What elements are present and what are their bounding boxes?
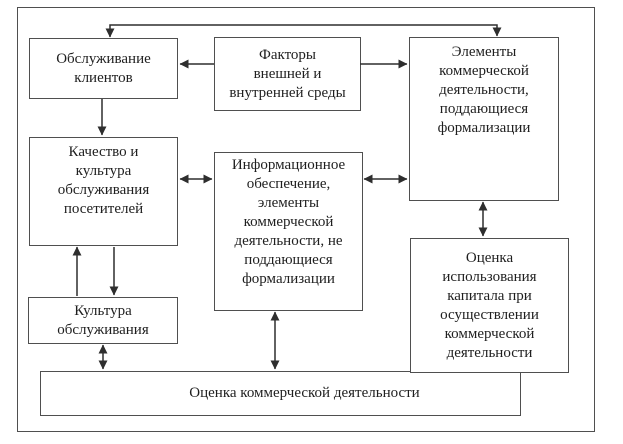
box-customer-service-label: Обслуживание клиентов [56,50,151,86]
box-service-culture: Культура обслуживания [28,297,178,344]
diagram-outer-border [17,7,595,432]
box-capital-use-assessment-label: Оценка использования капитала при осущес… [440,249,539,361]
box-service-quality-culture-label: Качество и культура обслуживания посетит… [57,144,150,217]
box-environment-factors-label: Факторы внешней и внутренней среды [229,46,346,101]
box-formalizable-elements: Элементы коммерческой деятельности, подд… [409,37,559,201]
box-commercial-activity-assessment: Оценка коммерческой деятельности [40,371,521,416]
box-formalizable-elements-label: Элементы коммерческой деятельности, подд… [437,44,531,136]
box-service-culture-label: Культура обслуживания [57,302,149,338]
box-information-support-label: Информационное обеспечение, элементы ком… [231,157,346,287]
box-capital-use-assessment: Оценка использования капитала при осущес… [410,238,569,373]
box-service-quality-culture: Качество и культура обслуживания посетит… [29,137,178,246]
box-information-support: Информационное обеспечение, элементы ком… [214,152,363,311]
box-environment-factors: Факторы внешней и внутренней среды [214,37,361,111]
box-commercial-activity-assessment-label: Оценка коммерческой деятельности [189,385,420,401]
box-customer-service: Обслуживание клиентов [29,38,178,99]
